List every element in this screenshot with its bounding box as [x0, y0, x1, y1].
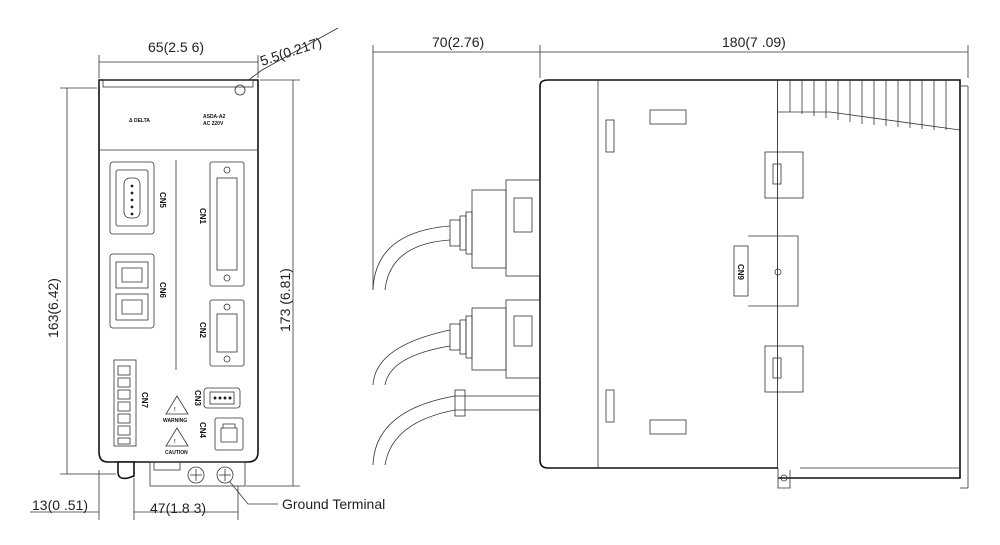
cn3-connector	[203, 387, 241, 409]
brand-text: Δ DELTA	[129, 118, 150, 124]
cn9-label: CN9	[736, 264, 745, 281]
cn1-cable	[372, 179, 541, 291]
cn3-cable	[372, 389, 540, 466]
front-view: 65(2.5 6) 5.5(0.217) Δ DELTA ASDA-A2 AC …	[30, 27, 385, 520]
warning-icon: !	[165, 395, 189, 415]
cn7-connector	[113, 359, 137, 447]
drive-front-body	[98, 79, 259, 463]
bracket-lower	[764, 345, 804, 393]
svg-text:!: !	[174, 407, 176, 413]
side-slot-bottom	[605, 389, 615, 423]
cn9-screw	[774, 268, 782, 276]
bottom-span-dimension-label: 47(1.8 3)	[150, 500, 206, 516]
corner-dimension-label: 5.5(0.217)	[258, 34, 324, 69]
model-text: ASDA-A2	[203, 114, 225, 120]
width-dimension-label: 65(2.5 6)	[148, 39, 204, 55]
mounting-hole	[234, 84, 246, 96]
side-latch-top	[649, 109, 687, 125]
cn9-slot	[733, 245, 749, 297]
right-height-dimension-label: 173 (6.81)	[277, 268, 293, 332]
cn4-connector	[214, 417, 244, 451]
ground-terminal-label: Ground Terminal	[282, 496, 385, 512]
caution-icon: !	[165, 427, 189, 447]
cn2-label: CN2	[198, 322, 207, 339]
cn2-connector	[209, 299, 245, 367]
cn4-label: CN4	[198, 422, 207, 439]
side-slot-top	[605, 119, 615, 153]
svg-text:!: !	[174, 439, 176, 445]
cn6-label: CN6	[158, 282, 167, 299]
side-ground-bracket	[777, 468, 791, 489]
cn7-label: CN7	[140, 392, 149, 409]
mounting-foot	[117, 461, 135, 480]
cn1-label: CN1	[198, 208, 207, 225]
side-view: 70(2.76) 180(7 .09)	[372, 34, 969, 489]
heatsink-fins	[778, 79, 969, 489]
cn6-connector	[109, 253, 155, 329]
bracket-upper	[764, 151, 804, 199]
cn3-label: CN3	[193, 390, 202, 407]
cn5-label: CN5	[158, 192, 167, 209]
ground-terminal	[149, 461, 246, 487]
foot-dimension-label: 13(0 .51)	[32, 497, 88, 513]
cn1-connector	[209, 161, 245, 287]
cable-dimension-label: 70(2.76)	[432, 34, 484, 50]
left-height-dimension-label: 163(6.42)	[45, 278, 61, 338]
caution-text: CAUTION	[165, 450, 188, 456]
ground-leader-line	[229, 481, 278, 505]
warning-text: WARNING	[163, 418, 187, 424]
side-latch-bottom	[649, 419, 687, 435]
cn5-connector	[109, 161, 155, 235]
cn2-cable	[372, 299, 541, 386]
top-vent-strip	[102, 79, 254, 88]
depth-dimension-label: 180(7 .09)	[722, 34, 786, 50]
voltage-text: AC 220V	[203, 121, 224, 127]
